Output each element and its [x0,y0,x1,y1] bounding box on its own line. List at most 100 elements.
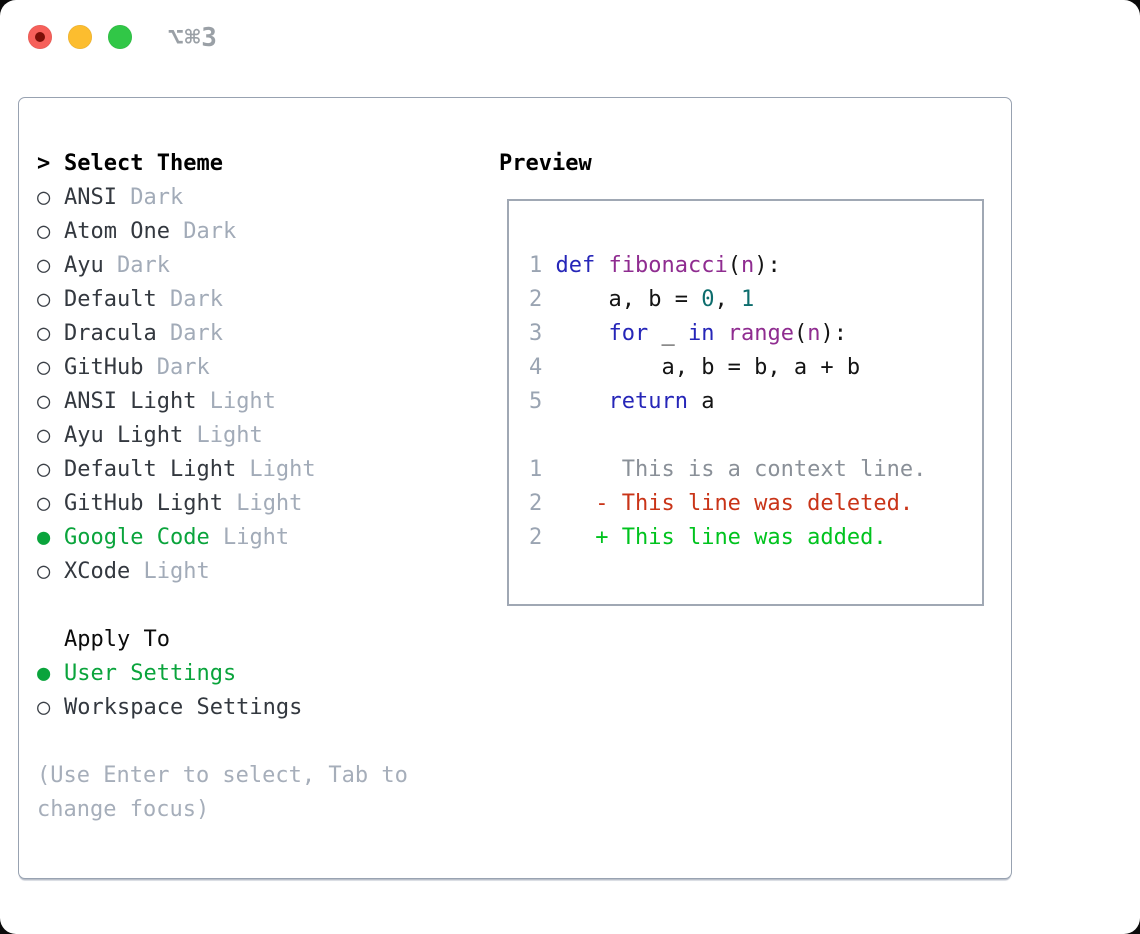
line-number: 3 [529,321,556,346]
radio-icon: ○ [37,559,51,584]
line-number: 2 [529,287,556,312]
radio-icon: ○ [37,423,51,448]
apply-option-label: Workspace Settings [64,695,303,720]
zoom-button[interactable] [108,25,132,49]
token-del: - This line was deleted. [555,491,914,516]
theme-variant: Light [222,491,303,516]
token-pl: a, b = b, a + b [555,355,861,380]
token-kw: in [687,321,715,346]
line-number: 1 [529,457,556,482]
theme-name: ANSI [64,185,117,210]
theme-option-dracula[interactable]: ○ Dracula Dark [37,317,483,351]
theme-option-github-light[interactable]: ○GitHub Light Light [37,487,483,521]
radio-icon: ○ [37,287,51,312]
token-pl: ( [727,253,741,278]
spacer [37,589,483,623]
theme-option-default-light[interactable]: ○Default Light Light [37,453,483,487]
token-lit: 0 [701,287,715,312]
preview-label: Preview [499,151,592,176]
code-line: 5 return a [529,385,982,419]
radio-selected-icon: ● [37,525,51,550]
radio-icon: ○ [37,695,51,720]
radio-icon: ○ [37,321,51,346]
line-number: 1 [529,253,556,278]
theme-name: Ayu Light [64,423,184,448]
theme-option-github[interactable]: ○GitHub Dark [37,351,483,385]
close-button[interactable] [28,25,52,49]
apply-to-list: ● User Settings ○ Workspace Settings [37,657,483,725]
main-panel: >Select Theme ○ANSI Dark○Atom One Dark○A… [18,97,1012,879]
code-line: 2 - This line was deleted. [529,487,982,521]
line-number: 2 [529,525,556,550]
token-pl: _ [648,321,688,346]
theme-option-atom-one[interactable]: ○Atom One Dark [37,215,483,249]
radio-icon: ○ [37,457,51,482]
token-fn: fibonacci [608,253,728,278]
theme-option-xcode[interactable]: ○ XCode Light [37,555,483,589]
token-kw: return [608,389,688,414]
apply-to-heading: Apply To [37,623,483,657]
apply-option-user-settings[interactable]: ● User Settings [37,657,483,691]
theme-list: ○ANSI Dark○Atom One Dark○Ayu Dark○Defaul… [37,181,483,589]
token-kw: for [608,321,649,346]
theme-name: ANSI Light [64,389,197,414]
theme-variant: Light [130,559,210,584]
preview-heading: Preview [499,147,592,181]
theme-name: GitHub Light [64,491,223,516]
token-fn: range [727,321,794,346]
token-kw: def [555,253,596,278]
traffic-lights [28,25,132,49]
apply-to-label: Apply To [64,627,170,652]
theme-option-ansi[interactable]: ○ANSI Dark [37,181,483,215]
token-lit: 1 [740,287,755,312]
token-pl [556,389,609,414]
code-line: 2 + This line was added. [529,521,982,555]
theme-option-ayu[interactable]: ○ Ayu Dark [37,249,483,283]
token-pl: ): [754,253,781,278]
apply-option-label: User Settings [64,661,237,686]
theme-variant: Dark [116,185,184,210]
theme-name: Google Code [64,525,210,550]
theme-name: Ayu [64,253,104,278]
theme-option-default[interactable]: ○ Default Dark [37,283,483,317]
minimize-button[interactable] [68,25,92,49]
window-title: ⌥⌘3 [168,23,218,53]
titlebar: ⌥⌘3 [0,0,1140,97]
theme-variant: Dark [156,287,223,312]
theme-option-ayu-light[interactable]: ○ Ayu Light Light [37,419,483,453]
code-line: 2 a, b = 0, 1 [529,283,982,317]
token-fn: n [740,253,755,278]
radio-icon: ○ [37,389,51,414]
apply-option-workspace-settings[interactable]: ○ Workspace Settings [37,691,483,725]
select-theme-label: Select Theme [64,151,223,176]
token-pl: a, b = [555,287,702,312]
token-pl [556,321,609,346]
radio-icon: ○ [37,355,51,380]
help-text: (Use Enter to select, Tab to change focu… [37,763,408,822]
token-pl: , [714,287,741,312]
token-fn: n [807,321,821,346]
theme-variant: Dark [103,253,170,278]
theme-name: Default [64,287,157,312]
theme-option-ansi-light[interactable]: ○ ANSI Light Light [37,385,483,419]
theme-name: Dracula [64,321,157,346]
line-number: 2 [529,491,556,516]
theme-option-google-code[interactable]: ●Google Code Light [37,521,483,555]
token-ctx: This is a context line. [555,457,927,482]
radio-icon: ○ [37,219,51,244]
radio-icon: ○ [37,253,51,278]
token-pl [714,321,727,346]
code-blank-line [529,419,982,453]
code-line: 3 for _ in range(n): [529,317,982,351]
theme-variant: Dark [169,219,237,244]
theme-variant: Light [183,423,263,448]
theme-variant: Dark [156,321,223,346]
cursor-icon: > [37,151,51,176]
radio-selected-icon: ● [37,661,51,686]
code-line: 1 def fibonacci(n): [529,249,982,283]
theme-name: XCode [64,559,131,584]
token-pl: ): [820,321,847,346]
theme-variant: Light [196,389,276,414]
